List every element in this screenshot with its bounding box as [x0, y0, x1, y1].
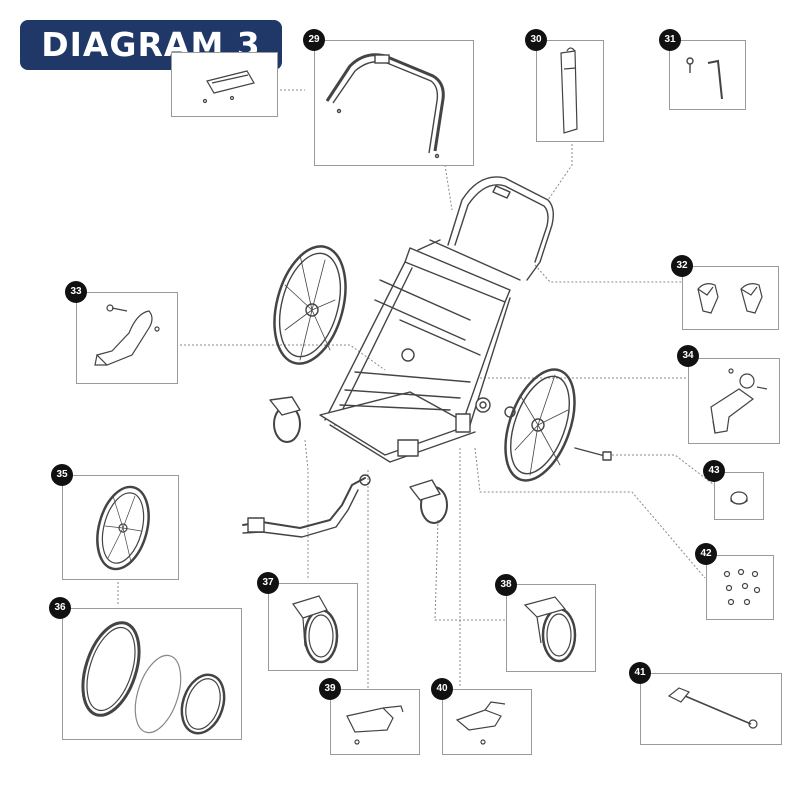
part-box-35 — [62, 475, 179, 580]
part-number-32: 32 — [671, 255, 693, 277]
quick-release-axle-drawing — [667, 687, 758, 729]
part-number-29: 29 — [303, 29, 325, 51]
part-number-40: 40 — [431, 678, 453, 700]
bracket-left-drawing — [346, 705, 404, 745]
part-box-42 — [706, 555, 774, 620]
tire-tube-rim-drawing — [81, 621, 226, 735]
bracket-right-drawing — [455, 701, 506, 745]
right-wheel-mount-drawing — [710, 368, 768, 434]
part-box-31 — [669, 40, 746, 110]
left-wheel-mount-drawing — [94, 304, 160, 366]
part-box-38 — [506, 584, 596, 672]
stroller-wheel-right-drawing — [523, 596, 577, 663]
rear-wheel-drawing — [96, 485, 150, 571]
part-number-39: 39 — [319, 678, 341, 700]
part-number-43: 43 — [703, 460, 725, 482]
part-number-37: 37 — [257, 572, 279, 594]
part-box-41 — [640, 673, 782, 745]
part-box-30 — [536, 40, 604, 142]
stroller-wheel-left-drawing — [292, 595, 339, 664]
push-bar-drawing — [325, 53, 445, 159]
push-bar-grip-drawing — [202, 70, 255, 104]
part-box-32 — [682, 266, 779, 330]
part-number-38: 38 — [495, 574, 517, 596]
screw-set-drawing — [723, 568, 761, 606]
part-box-37 — [268, 583, 358, 671]
part-number-35: 35 — [51, 464, 73, 486]
part-box-40 — [442, 689, 532, 755]
part-box-36 — [62, 608, 242, 740]
part-box-43 — [714, 472, 764, 520]
part-number-42: 42 — [695, 543, 717, 565]
part-box-39 — [330, 689, 420, 755]
end-cap-drawing — [730, 491, 748, 505]
part-number-31: 31 — [659, 29, 681, 51]
brake-levers-drawing — [697, 283, 763, 314]
strap-drawing — [560, 47, 578, 134]
bolt-and-hex-key-drawing — [686, 57, 723, 100]
part-box-top-left — [171, 52, 278, 117]
diagram-title: DIAGRAM 3 — [20, 20, 282, 70]
part-box-33 — [76, 292, 178, 384]
part-box-34 — [688, 358, 780, 444]
part-number-30: 30 — [525, 29, 547, 51]
part-number-41: 41 — [629, 662, 651, 684]
part-number-34: 34 — [677, 345, 699, 367]
part-box-29 — [314, 40, 474, 166]
part-number-33: 33 — [65, 281, 87, 303]
part-number-36: 36 — [49, 597, 71, 619]
